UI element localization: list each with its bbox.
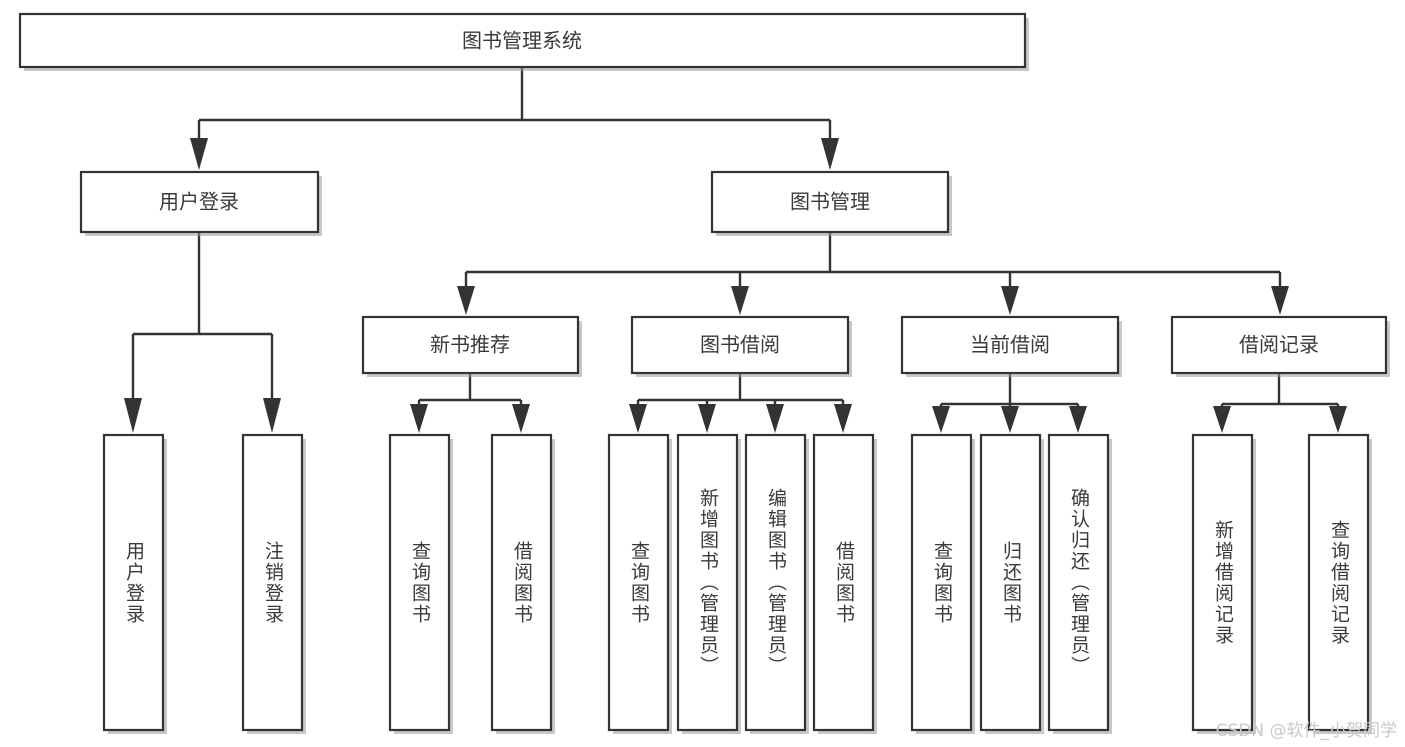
leaf-bb-add-box[interactable] bbox=[676, 433, 739, 732]
user-login-node-box[interactable] bbox=[79, 170, 320, 234]
current-borrow-node-box[interactable] bbox=[900, 315, 1120, 375]
leaf-br-query-box[interactable] bbox=[1307, 433, 1370, 732]
leaf-cb-confirm-box[interactable] bbox=[1047, 433, 1110, 732]
new-book-rec-node-label: 新书推荐 bbox=[430, 333, 510, 357]
connector-layer bbox=[124, 68, 1347, 433]
arrowhead-br-query bbox=[1329, 406, 1347, 433]
arrowhead-rec-query bbox=[410, 404, 428, 433]
leaf-cb-return-box[interactable] bbox=[979, 433, 1042, 732]
leaf-user-login-box[interactable] bbox=[102, 433, 165, 732]
watermark-text: CSDN @软件_小贺同学 bbox=[1215, 721, 1397, 741]
borrow-record-node-label: 借阅记录 bbox=[1239, 333, 1319, 357]
arrowhead-bb-query bbox=[629, 404, 647, 433]
leaf-logout-box[interactable] bbox=[241, 433, 304, 732]
user-login-node-label: 用户登录 bbox=[159, 190, 239, 214]
root-node-box[interactable] bbox=[18, 12, 1027, 69]
arrowhead-user-login bbox=[190, 138, 208, 170]
arrowhead-leaf-logout bbox=[263, 398, 281, 433]
book-borrow-node-box[interactable] bbox=[630, 315, 850, 375]
arrowhead-cb-confirm bbox=[1069, 406, 1087, 433]
arrowhead-cb-return bbox=[1001, 406, 1019, 433]
arrowhead-cb-query bbox=[932, 406, 950, 433]
book-mgmt-node-box[interactable] bbox=[710, 170, 950, 234]
arrowhead-current-borrow bbox=[1001, 286, 1019, 315]
borrow-record-node-box[interactable] bbox=[1170, 315, 1388, 375]
leaf-br-add-box[interactable] bbox=[1191, 433, 1254, 732]
leaf-rec-query-box[interactable] bbox=[388, 433, 451, 732]
arrowhead-bb-borrow bbox=[834, 404, 852, 433]
node-layer: 图书管理系统 用户登录 图书管理 新书推荐 图书借阅 当前借阅 bbox=[18, 12, 1390, 734]
arrowhead-new-book-rec bbox=[457, 286, 475, 315]
arrowhead-book-mgmt bbox=[821, 138, 839, 170]
arrowhead-book-borrow bbox=[731, 286, 749, 315]
arrowhead-bb-add bbox=[698, 404, 716, 433]
arrowhead-borrow-record bbox=[1271, 286, 1289, 315]
leaf-bb-query-box[interactable] bbox=[607, 433, 670, 732]
book-mgmt-node-label: 图书管理 bbox=[790, 190, 870, 214]
new-book-rec-node-box[interactable] bbox=[361, 315, 580, 375]
leaf-cb-query-box[interactable] bbox=[910, 433, 973, 732]
current-borrow-node-label: 当前借阅 bbox=[970, 333, 1050, 357]
arrowhead-leaf-user-login bbox=[124, 398, 142, 433]
book-borrow-node-label: 图书借阅 bbox=[700, 333, 780, 357]
arrowhead-br-add bbox=[1213, 406, 1231, 433]
arrowhead-rec-borrow bbox=[512, 404, 530, 433]
root-node-label: 图书管理系统 bbox=[462, 29, 582, 53]
leaf-bb-borrow-box[interactable] bbox=[812, 433, 875, 732]
arrowhead-bb-edit bbox=[766, 404, 784, 433]
leaf-rec-borrow-box[interactable] bbox=[490, 433, 553, 732]
leaf-bb-edit-box[interactable] bbox=[744, 433, 807, 732]
